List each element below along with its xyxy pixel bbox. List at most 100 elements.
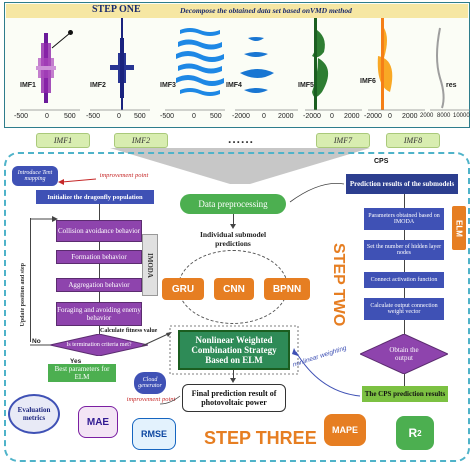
imf4-tick: -2000	[232, 113, 250, 120]
collision-avoidance-box: Collision avoidance behavior	[56, 220, 142, 242]
r2-superscript: 2	[417, 428, 422, 438]
imf1-label: IMF1	[20, 82, 36, 89]
flow-line-right	[404, 374, 405, 386]
imf-ellipsis: ......	[228, 132, 255, 146]
cps-result-box: The CPS prediction results	[362, 386, 448, 402]
imf1-tick: 0	[45, 113, 49, 120]
calc-fitness-arrow	[141, 332, 172, 347]
foraging-behavior-box: Foraging and avoiding enemy behavior	[56, 302, 142, 326]
res-tick: 8000	[437, 113, 451, 119]
flow-line-left	[99, 204, 100, 220]
pointer-line	[51, 32, 71, 49]
hidden-nodes-box: Set the number of hidden layer nodes	[364, 240, 444, 260]
evaluation-metrics-circle: Evaluation metrics	[8, 394, 60, 434]
res-wave	[436, 27, 445, 109]
cps-label: CPS	[374, 158, 389, 165]
imf-waveforms	[20, 18, 470, 111]
imf2-label: IMF2	[90, 82, 106, 89]
prediction-submodels-box: Prediction results of the submodels	[346, 174, 458, 194]
combination-arrow	[230, 378, 236, 383]
step-one-panel	[4, 2, 470, 128]
imf3-tick: 500	[210, 113, 222, 120]
obtain-output-text: Obtain the output	[389, 346, 419, 362]
termination-diamond	[50, 334, 148, 356]
final-prediction-box: Final prediction result of photovoltaic …	[182, 384, 286, 412]
res-tick: 10000	[453, 113, 470, 119]
update-loop-line	[30, 218, 31, 342]
termination-text: Is termination criteria met?	[66, 342, 132, 348]
imf-pill: IMF7	[316, 133, 370, 148]
bpnn-model-box: BPNN	[264, 278, 310, 300]
imf2-tick: -500	[86, 113, 101, 120]
flow-line-left	[99, 326, 100, 336]
mae-badge: MAE	[78, 406, 118, 438]
imf4-wave	[240, 37, 274, 93]
flow-line-right	[404, 320, 405, 334]
imf4-tick: 2000	[278, 113, 294, 120]
gru-model-box: GRU	[162, 278, 204, 300]
no-loop-line	[30, 344, 50, 346]
preprocessing-arrow	[230, 224, 236, 229]
imf3-tick: -500	[160, 113, 175, 120]
no-label: No	[32, 338, 41, 345]
introduce-tent-badge: Introduce Tent mapping	[12, 166, 58, 186]
combination-strategy-box: Nonlinear Weighted Combination Strategy …	[178, 330, 290, 370]
imf4-label: IMF4	[226, 82, 242, 89]
individual-predictions-label: Individual submodel predictions	[199, 230, 267, 248]
res-tick: 2000	[420, 113, 434, 119]
pointer-dot	[68, 30, 73, 35]
imf5-tick: 0	[330, 113, 334, 120]
aggregation-behavior-box: Aggregation behavior	[56, 278, 142, 292]
flow-line-right	[404, 194, 405, 208]
imf6-wave	[377, 18, 393, 110]
lower-panel	[4, 152, 470, 462]
imf-pill: IMF1	[36, 133, 90, 148]
imf2-wave	[110, 18, 134, 110]
imf6-tick: -2000	[364, 113, 382, 120]
imf1-wave	[36, 33, 56, 103]
obtain-output-diamond	[360, 334, 448, 374]
imf2-tick: 500	[134, 113, 146, 120]
imf-pill: IMF2	[114, 133, 168, 148]
step-three-title: STEP THREE	[204, 428, 317, 448]
imf3-tick: 0	[192, 113, 196, 120]
imf6-label: IMF6	[360, 78, 376, 85]
imf5-tick: -2000	[303, 113, 321, 120]
flow-line-left	[99, 264, 100, 278]
imf4-tick: 0	[262, 113, 266, 120]
output-weight-box: Calculate output connection weight vecto…	[364, 298, 444, 320]
flow-line-left	[99, 292, 100, 302]
res-label: res	[446, 82, 457, 89]
combination-border-arrows	[169, 325, 299, 375]
mape-badge: MAPE	[324, 414, 366, 446]
formation-behavior-box: Formation behavior	[56, 250, 142, 264]
combination-line	[233, 370, 234, 380]
imf-pill: IMF8	[386, 133, 440, 148]
params-imoda-box: Parameters obtained based on IMODA	[364, 208, 444, 230]
funnel-shape	[110, 148, 370, 184]
step-one-header-band	[6, 4, 468, 18]
imoda-side-label: IMODA	[142, 234, 158, 296]
loop-top-arrow	[30, 216, 58, 222]
flow-line-right	[404, 288, 405, 298]
improvement-point-label-2: improvement point	[126, 396, 176, 403]
best-params-box: Best parameters for ELM	[48, 364, 116, 382]
imf5-tick: 2000	[344, 113, 360, 120]
imf6-tick: 0	[388, 113, 392, 120]
step-one-title: STEP ONE	[92, 4, 141, 15]
preprocessing-line	[233, 214, 234, 226]
calculate-fitness-label: Calculate fitness value	[100, 328, 158, 334]
imf1-tick: 500	[64, 113, 76, 120]
imf3-label: IMF3	[160, 82, 176, 89]
imf1-tick: -500	[14, 113, 29, 120]
improvement-arrow	[58, 178, 97, 185]
data-preprocessing-box: Data preprocessing	[180, 194, 286, 214]
flow-line-right	[404, 230, 405, 240]
elm-side-label: ELM	[452, 206, 466, 250]
imf2-tick: 0	[117, 113, 121, 120]
yes-label: Yes	[70, 358, 82, 365]
rmse-badge: RMSE	[132, 418, 176, 450]
step-one-subtitle: Decompose the obtained data set based on…	[180, 6, 352, 15]
